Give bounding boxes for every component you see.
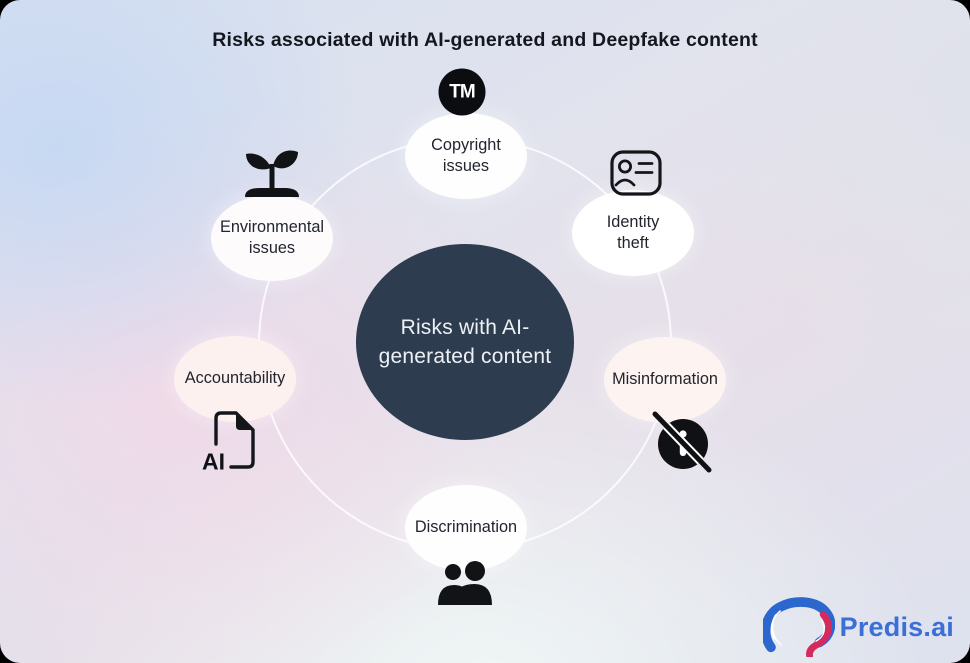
- node-label-copyright-issues: Copyright issues: [431, 135, 501, 175]
- node-identity-theft: Identity theft: [572, 190, 694, 276]
- node-copyright-issues: Copyright issues: [405, 113, 527, 199]
- ai-document-icon-text: AI: [202, 449, 225, 473]
- node-label-discrimination: Discrimination: [414, 518, 518, 537]
- node-accountability: Accountability: [174, 336, 296, 422]
- center-node-label: Risks with AI-generated content: [378, 315, 552, 368]
- node-environmental-issues: Environmental issues: [211, 195, 333, 281]
- center-node: Risks with AI-generated content: [356, 244, 574, 440]
- node-discrimination: Discrimination: [405, 485, 527, 571]
- ai-document-icon: AI: [202, 411, 255, 473]
- info-slash-icon: [652, 411, 712, 473]
- trademark-icon-text: TM: [449, 81, 475, 102]
- predis-brain-icon: [762, 597, 835, 657]
- node-label-accountability: Accountability: [184, 369, 286, 388]
- predis-logo: Predis.ai: [762, 597, 954, 657]
- people-icon: [438, 561, 492, 605]
- page-title: Risks associated with AI-generated and D…: [212, 29, 758, 51]
- predis-logo-text: Predis.ai: [839, 611, 954, 642]
- trademark-icon: TM: [438, 68, 486, 116]
- node-misinformation: Misinformation: [604, 337, 726, 423]
- node-label-environmental-issues: Environmental issues: [219, 217, 325, 257]
- node-label-misinformation: Misinformation: [612, 370, 718, 389]
- node-label-identity-theft: Identity theft: [606, 212, 660, 252]
- id-card-icon: [610, 150, 662, 196]
- seedling-icon: [245, 150, 299, 197]
